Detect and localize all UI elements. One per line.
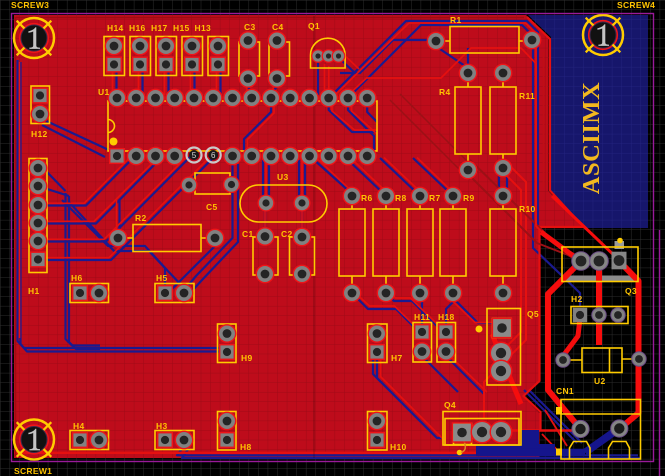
svg-text:H12: H12 [31, 129, 48, 139]
svg-text:H10: H10 [390, 442, 407, 452]
svg-text:U3: U3 [277, 172, 288, 182]
svg-text:6: 6 [211, 151, 216, 160]
svg-text:H8: H8 [240, 442, 251, 452]
svg-text:R1: R1 [450, 15, 461, 25]
svg-text:H9: H9 [241, 353, 252, 363]
svg-text:C2: C2 [281, 229, 292, 239]
svg-text:H6: H6 [71, 273, 82, 283]
svg-text:Q3: Q3 [625, 286, 637, 296]
svg-text:H18: H18 [438, 312, 455, 322]
svg-text:H7: H7 [391, 353, 402, 363]
svg-text:C1: C1 [242, 229, 253, 239]
svg-text:H17: H17 [151, 23, 168, 33]
svg-text:SCREW3: SCREW3 [11, 0, 49, 10]
svg-text:Q1: Q1 [308, 21, 320, 31]
svg-text:H1: H1 [28, 286, 39, 296]
svg-text:Q4: Q4 [444, 400, 456, 410]
svg-text:ASCIIMX: ASCIIMX [578, 82, 605, 194]
svg-text:H4: H4 [73, 421, 84, 431]
svg-text:R11: R11 [519, 91, 535, 101]
svg-text:H3: H3 [156, 421, 167, 431]
svg-text:U1: U1 [98, 87, 109, 97]
svg-text:H2: H2 [571, 294, 582, 304]
svg-text:Q5: Q5 [527, 309, 539, 319]
svg-text:R10: R10 [519, 204, 536, 214]
svg-text:H11: H11 [414, 312, 430, 322]
svg-text:R2: R2 [135, 213, 146, 223]
svg-text:R7: R7 [429, 193, 440, 203]
svg-text:U2: U2 [594, 376, 605, 386]
svg-text:H13: H13 [195, 23, 212, 33]
svg-text:SCREW1: SCREW1 [14, 466, 52, 476]
svg-text:C3: C3 [244, 22, 255, 32]
svg-text:5: 5 [192, 151, 197, 160]
svg-text:H16: H16 [129, 23, 146, 33]
svg-text:C5: C5 [206, 202, 217, 212]
svg-text:R9: R9 [463, 193, 474, 203]
svg-text:R6: R6 [361, 193, 372, 203]
svg-text:H15: H15 [173, 23, 190, 33]
svg-text:C4: C4 [272, 22, 283, 32]
svg-text:H14: H14 [107, 23, 124, 33]
svg-text:R8: R8 [395, 193, 406, 203]
svg-text:SCREW4: SCREW4 [617, 0, 655, 10]
svg-text:R4: R4 [439, 87, 450, 97]
svg-text:H5: H5 [156, 273, 167, 283]
svg-text:CN1: CN1 [556, 386, 574, 396]
